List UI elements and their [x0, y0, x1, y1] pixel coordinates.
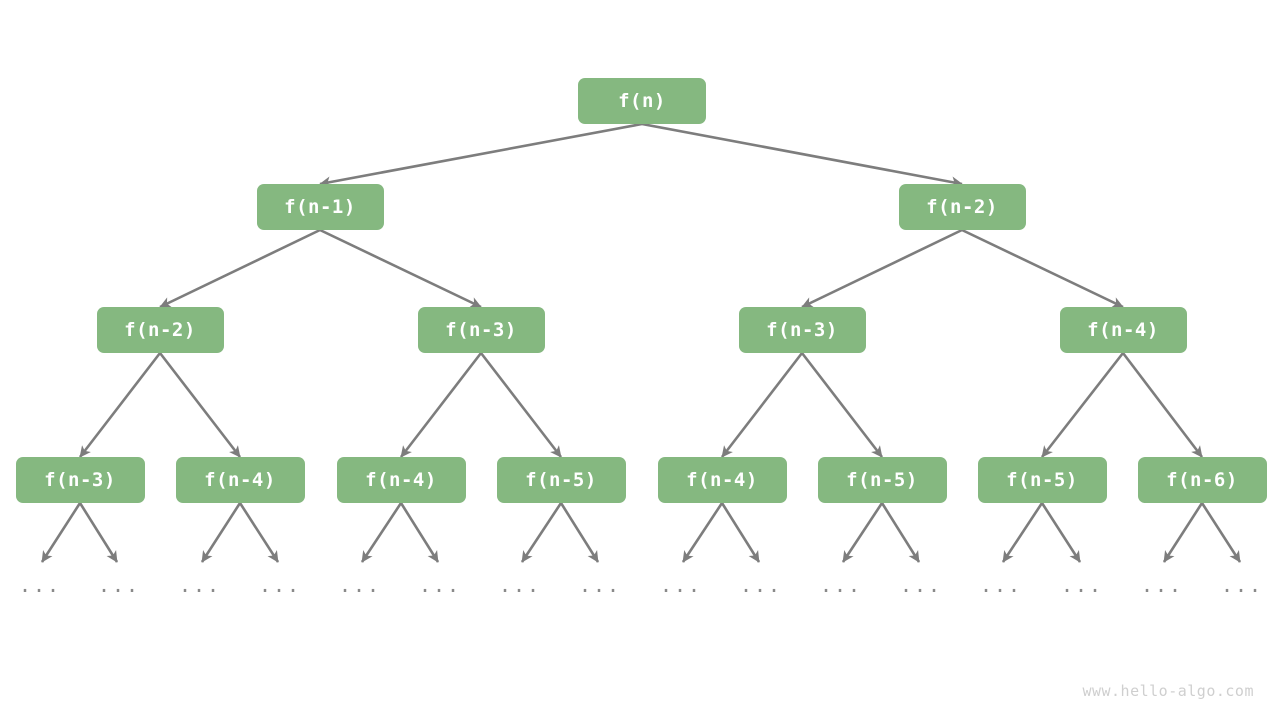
- tree-edge: [880, 502, 921, 563]
- tree-edge: [800, 352, 884, 458]
- tree-edge: [681, 502, 724, 563]
- tree-node[interactable]: f(n-5): [496, 457, 626, 503]
- tree-node[interactable]: f(n-3): [417, 307, 545, 353]
- ellipsis-node: ...: [498, 573, 542, 597]
- tree-node[interactable]: f(n-3): [738, 307, 866, 353]
- ellipsis-node: ...: [1060, 573, 1104, 597]
- tree-node[interactable]: f(n-5): [817, 457, 947, 503]
- ellipsis-node: ...: [739, 573, 783, 597]
- tree-node[interactable]: f(n-6): [1137, 457, 1267, 503]
- tree-edge: [720, 352, 804, 458]
- tree-edge: [1121, 352, 1204, 458]
- tree-edge: [319, 122, 643, 188]
- ellipsis-node: ...: [1220, 573, 1264, 597]
- tree-edge: [961, 228, 1124, 309]
- tree-edge: [1001, 502, 1044, 563]
- tree-edge: [641, 122, 963, 188]
- tree-node[interactable]: f(n-1): [256, 184, 384, 230]
- tree-edge: [158, 352, 242, 458]
- tree-node[interactable]: f(n-2): [898, 184, 1026, 230]
- tree-edge: [520, 502, 563, 563]
- tree-edge: [360, 502, 403, 563]
- ellipsis-node: ...: [1140, 573, 1184, 597]
- tree-edge: [1162, 502, 1204, 563]
- ellipsis-node: ...: [338, 573, 382, 597]
- ellipsis-node: ...: [258, 573, 302, 597]
- tree-edge: [78, 352, 162, 458]
- tree-edge: [399, 352, 483, 458]
- tree-edge: [559, 502, 600, 563]
- tree-edge: [200, 502, 242, 563]
- tree-node[interactable]: f(n-4): [336, 457, 466, 503]
- tree-edge: [1040, 352, 1125, 458]
- tree-edge: [801, 228, 963, 309]
- ellipsis-node: ...: [578, 573, 622, 597]
- tree-edge: [238, 502, 280, 563]
- tree-edge: [40, 502, 82, 563]
- tree-edge: [78, 502, 119, 563]
- tree-edge: [841, 502, 884, 563]
- ellipsis-node: ...: [97, 573, 141, 597]
- tree-node[interactable]: f(n-4): [657, 457, 787, 503]
- tree-node[interactable]: f(n-4): [175, 457, 305, 503]
- ellipsis-node: ...: [18, 573, 62, 597]
- tree-node[interactable]: f(n): [578, 78, 706, 124]
- tree-edge: [319, 228, 482, 309]
- tree-node[interactable]: f(n-2): [96, 307, 224, 353]
- watermark-label: www.hello-algo.com: [1082, 682, 1254, 700]
- tree-edge: [1200, 502, 1242, 563]
- tree-edge: [399, 502, 440, 563]
- tree-edge: [1040, 502, 1082, 563]
- ellipsis-node: ...: [899, 573, 943, 597]
- tree-node[interactable]: f(n-4): [1059, 307, 1187, 353]
- ellipsis-node: ...: [979, 573, 1023, 597]
- ellipsis-node: ...: [659, 573, 703, 597]
- ellipsis-node: ...: [178, 573, 222, 597]
- tree-edge: [479, 352, 563, 458]
- tree-edge: [159, 228, 321, 309]
- tree-node[interactable]: f(n-3): [15, 457, 145, 503]
- ellipsis-node: ...: [819, 573, 863, 597]
- ellipsis-node: ...: [418, 573, 462, 597]
- tree-edge: [720, 502, 761, 563]
- tree-node[interactable]: f(n-5): [977, 457, 1107, 503]
